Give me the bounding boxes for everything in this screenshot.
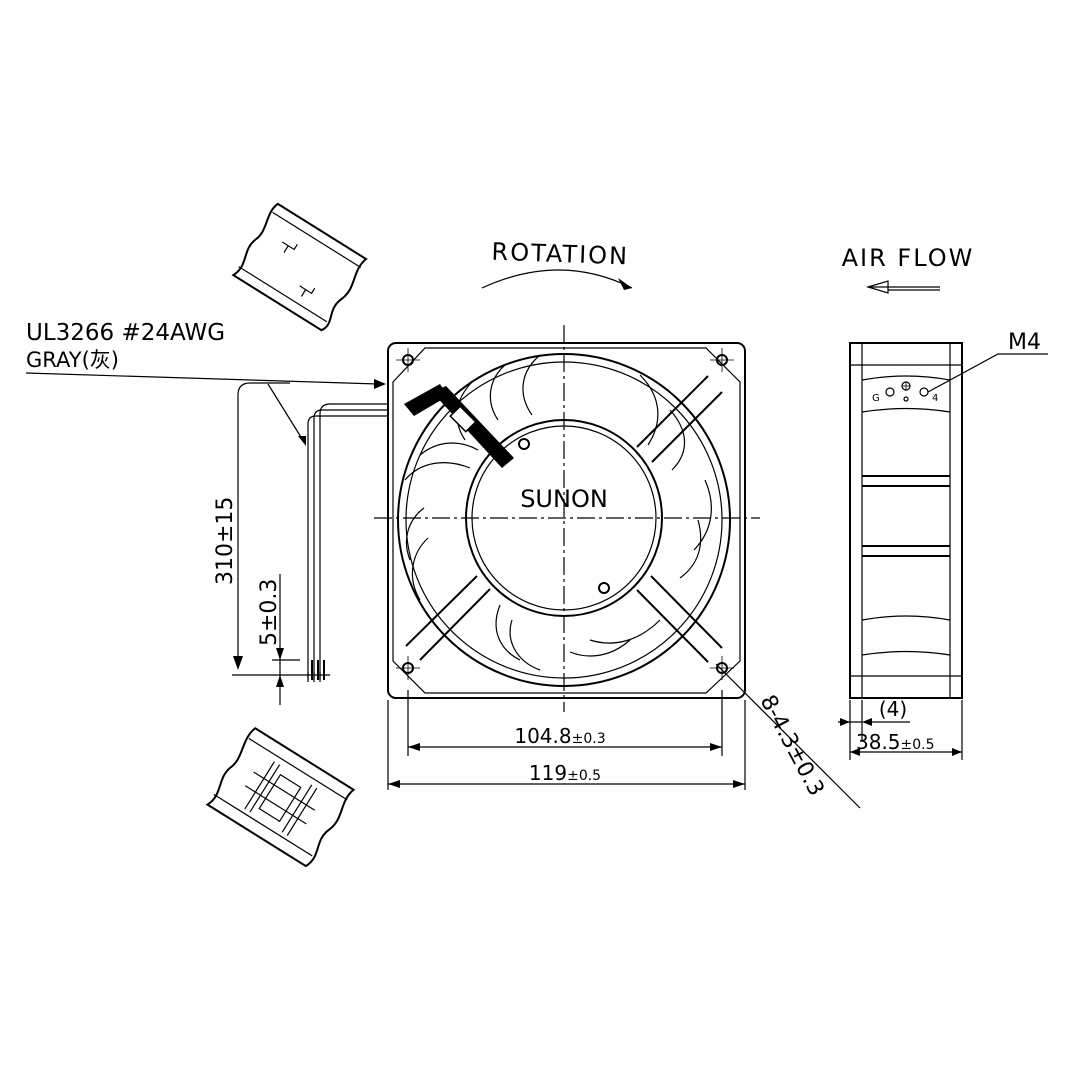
connector-body-bottom [205,727,356,868]
strip-length-dimension: 5±0.3 [257,579,282,646]
spoke-bottom-right [636,575,723,663]
terminal-g [885,387,895,397]
front-dimensions: 104.8±0.3 119±0.5 8-4.3±0.3 [387,663,861,809]
holes-dimension: 8-4.3±0.3 [755,691,829,800]
wire-2 [313,409,388,680]
blade-3 [639,374,686,471]
frame-outer [387,342,746,699]
airflow-arrow [865,280,940,294]
fan-side-view: G 4 M4 [849,330,1048,699]
frame-width-dimension: 119±0.5 [529,761,601,785]
airflow-indicator: AIR FLOW [842,244,975,294]
screw-label: M4 [1008,330,1041,355]
rotation-arc [481,269,633,289]
depth-dimension: 38.5±0.5 [856,730,935,754]
blade-4 [679,479,712,579]
blade-6 [495,604,541,671]
blade-2 [522,354,541,416]
blade-8 [404,442,479,481]
spoke-bottom-left [405,575,491,661]
wire-color-label: GRAY(灰) [26,348,119,372]
wire-bundle [432,386,514,468]
wire-clip [449,405,477,433]
wire-1 [319,403,388,680]
rotation-indicator: ROTATION [481,238,633,290]
spokes [405,375,723,663]
terminal-g-label: G [872,393,880,404]
screw-leader [927,353,1048,393]
terminal-4-label: 4 [932,393,938,404]
terminal-4 [919,387,929,397]
connector-detail-top [231,202,368,332]
inset-dimension: (4) [879,697,907,721]
blade-5 [569,619,661,657]
wire-spec-label: UL3266 #24AWG [26,320,225,346]
airflow-label: AIR FLOW [842,244,975,272]
blades [404,354,712,671]
connector-body-top [231,202,368,332]
hub-screw-bottom [598,582,610,594]
lead-length-line [237,382,290,660]
hub-screw-top [518,438,530,450]
hole-pitch-dimension: 104.8±0.3 [514,724,605,748]
blade-7 [405,507,429,601]
rotation-label: ROTATION [491,238,629,271]
lead-wires: UL3266 #24AWG GRAY(灰) 310±15 5±0.3 [25,320,388,705]
lead-length-dimension: 310±15 [213,497,238,585]
side-outline [849,342,963,699]
side-dimensions: (4) 38.5±0.5 [838,697,963,760]
wire-exit [404,384,514,468]
holes-leader [715,663,861,809]
wire-spec-leader [267,383,305,443]
fan-front-view: SUNON [374,325,760,712]
wire-3 [307,415,388,680]
connector-detail-bottom [205,727,356,868]
wire-color-leader [25,372,379,385]
rotation-arrowhead [618,278,632,290]
spoke-top-right [636,375,723,463]
mounting-holes [396,348,734,680]
